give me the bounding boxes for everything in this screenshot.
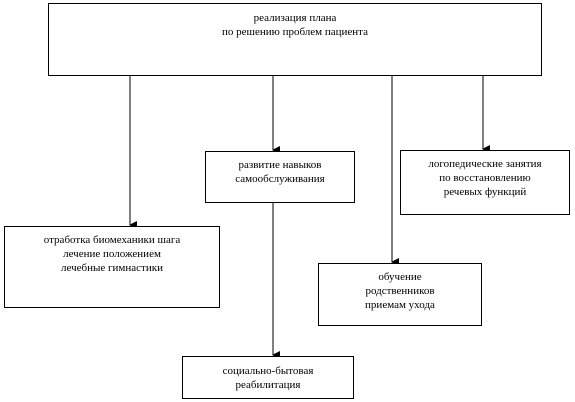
- node-speech-line-1: логопедические занятия: [428, 158, 542, 170]
- node-family-line-3: приемам ухода: [365, 299, 435, 311]
- node-social-line-2: реабилитация: [235, 379, 301, 391]
- node-skills-line-1: развитие навыков: [238, 159, 322, 171]
- node-root-line-1: реализация плана: [253, 12, 337, 24]
- node-social: социально-бытовая реабилитация: [182, 356, 354, 399]
- node-family-line-1: обучение: [378, 271, 422, 283]
- node-speech-line-3: речевых функций: [443, 186, 527, 198]
- node-skills-line-2: самообслуживания: [235, 173, 325, 185]
- node-biomech: отработка биомеханики шага лечение полож…: [4, 226, 220, 308]
- node-family-line-2: родственников: [365, 285, 435, 297]
- node-biomech-line-3: лечебные гимнастики: [61, 262, 163, 274]
- node-biomech-line-2: лечение положением: [63, 248, 161, 260]
- node-speech-line-2: по восстановлению: [439, 172, 531, 184]
- node-family: обучение родственников приемам ухода: [318, 263, 482, 326]
- node-root-line-2: по решению проблем пациента: [221, 26, 369, 38]
- node-root: реализация плана по решению проблем паци…: [48, 3, 542, 76]
- node-speech: логопедические занятия по восстановлению…: [400, 150, 570, 215]
- node-biomech-line-1: отработка биомеханики шага: [43, 234, 181, 246]
- node-social-line-1: социально-бытовая: [222, 365, 314, 377]
- node-skills: развитие навыков самообслуживания: [205, 151, 355, 203]
